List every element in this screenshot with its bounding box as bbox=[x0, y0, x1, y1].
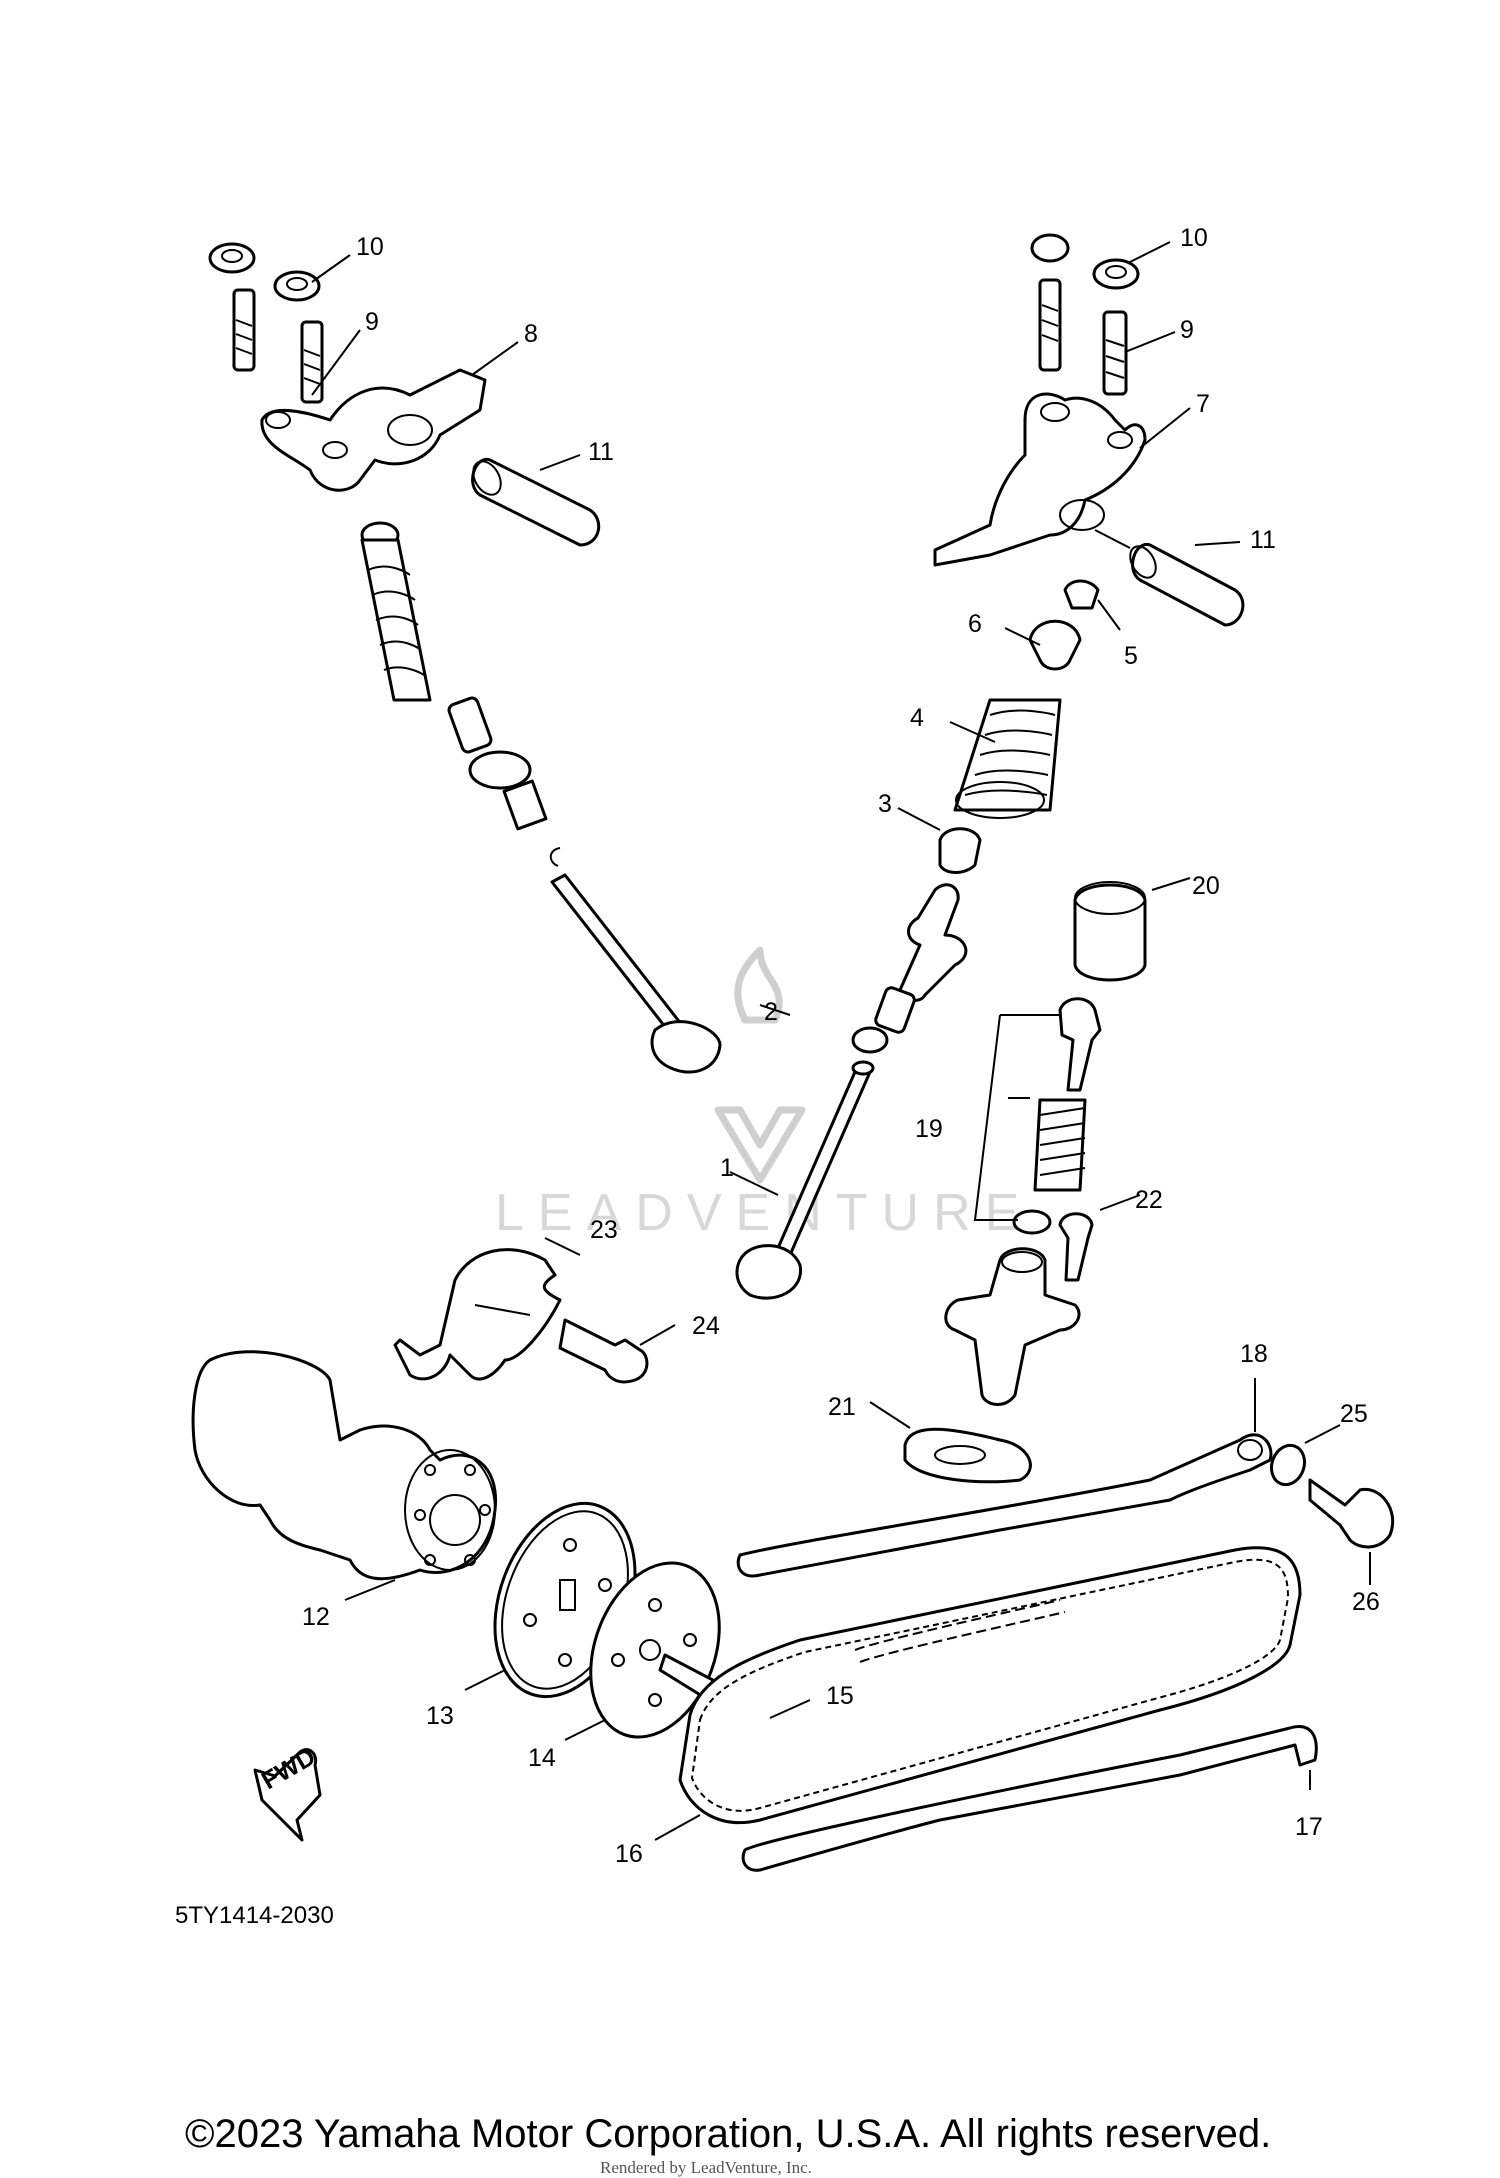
valve-2 bbox=[550, 873, 722, 1074]
left-adjuster-nut-10 bbox=[273, 270, 321, 302]
callout-11-right: 11 bbox=[1250, 526, 1276, 554]
valve-stem-seal-3 bbox=[938, 827, 982, 874]
chain-guide-18 bbox=[736, 1433, 1273, 1578]
callout-5: 5 bbox=[1124, 642, 1138, 670]
right-adjuster-nut-a bbox=[1030, 233, 1070, 263]
spring-retainer-6 bbox=[1028, 619, 1082, 671]
callout-6: 6 bbox=[968, 610, 982, 638]
callout-11-left: 11 bbox=[588, 438, 614, 466]
callout-24: 24 bbox=[692, 1312, 720, 1340]
right-adjuster-nut-10 bbox=[1092, 258, 1140, 290]
tensioner-gasket-ring bbox=[1012, 1209, 1052, 1235]
callout-12: 12 bbox=[302, 1603, 330, 1631]
callout-19: 19 bbox=[915, 1115, 943, 1143]
rendered-by-text: Rendered by LeadVenture, Inc. bbox=[600, 2158, 812, 2177]
callout-10-left: 10 bbox=[356, 233, 384, 261]
left-adjuster-nut-a bbox=[208, 242, 256, 274]
callout-14: 14 bbox=[528, 1744, 556, 1772]
cap-20 bbox=[1073, 881, 1147, 982]
callout-1: 1 bbox=[720, 1154, 734, 1182]
gasket-21 bbox=[903, 1427, 1032, 1484]
rocker-arm-8 bbox=[260, 368, 487, 492]
timing-chain-16 bbox=[678, 1546, 1302, 1825]
watermark-logo: LEADVENTURE bbox=[495, 946, 1033, 1242]
callout-18: 18 bbox=[1240, 1340, 1268, 1368]
bolt-22 bbox=[1058, 1212, 1094, 1282]
right-adjuster-screw-a bbox=[1038, 278, 1062, 372]
valve-cotter-5 bbox=[1063, 579, 1100, 610]
tensioner-bolt-19 bbox=[1058, 997, 1102, 1092]
fwd-arrow-icon: FWD bbox=[253, 1742, 322, 1842]
o-ring-right bbox=[851, 1026, 889, 1054]
callout-7: 7 bbox=[1196, 390, 1210, 418]
valve-1 bbox=[735, 1060, 875, 1300]
plate-14 bbox=[589, 1561, 721, 1739]
callout-26: 26 bbox=[1352, 1588, 1380, 1616]
callout-9-left: 9 bbox=[365, 308, 379, 336]
bolt-26 bbox=[1308, 1478, 1395, 1549]
diagram-code: 5TY1414-2030 bbox=[175, 1902, 334, 1929]
left-adjuster-screw-a bbox=[232, 288, 256, 372]
callout-9-right: 9 bbox=[1180, 316, 1194, 344]
callout-8: 8 bbox=[524, 320, 538, 348]
callout-21: 21 bbox=[828, 1393, 856, 1421]
callouts: 10 9 8 11 10 9 7 11 5 6 4 3 20 2 1 19 22… bbox=[302, 224, 1380, 1868]
copyright-text: ©2023 Yamaha Motor Corporation, U.S.A. A… bbox=[185, 2112, 1272, 2156]
callout-13: 13 bbox=[426, 1702, 454, 1730]
valve-guide-assembly-right bbox=[874, 883, 968, 1034]
callout-15: 15 bbox=[826, 1682, 854, 1710]
valve-spring-assembly-left bbox=[360, 521, 561, 867]
chain-guide-17 bbox=[741, 1725, 1318, 1872]
plate-23 bbox=[393, 1248, 562, 1381]
tensioner-spring-19 bbox=[1033, 1098, 1087, 1192]
right-adjuster-screw-9 bbox=[1102, 310, 1128, 396]
callout-10-right: 10 bbox=[1180, 224, 1208, 252]
callout-16: 16 bbox=[615, 1840, 643, 1868]
valve-spring-4 bbox=[953, 698, 1062, 819]
left-adjuster-screw-9 bbox=[300, 320, 324, 404]
camshaft-12 bbox=[191, 1350, 498, 1581]
tensioner-body bbox=[944, 1247, 1081, 1406]
rocker-shaft-left-11 bbox=[471, 458, 601, 547]
callout-17: 17 bbox=[1295, 1813, 1323, 1841]
watermark-text: LEADVENTURE bbox=[495, 1184, 1033, 1242]
callout-3: 3 bbox=[878, 790, 892, 818]
callout-22: 22 bbox=[1135, 1186, 1163, 1214]
callout-4: 4 bbox=[910, 704, 924, 732]
tensioner-bracket-19 bbox=[973, 1014, 1060, 1221]
rocker-arm-7 bbox=[933, 392, 1147, 567]
o-ring-25 bbox=[1269, 1443, 1307, 1487]
callout-25: 25 bbox=[1340, 1400, 1368, 1428]
callout-20: 20 bbox=[1192, 872, 1220, 900]
bolt-24 bbox=[558, 1318, 649, 1384]
callout-23: 23 bbox=[590, 1216, 618, 1244]
callout-2: 2 bbox=[764, 998, 778, 1026]
leader-lines bbox=[311, 241, 1371, 1841]
rocker-shaft-right-11 bbox=[1129, 543, 1245, 627]
